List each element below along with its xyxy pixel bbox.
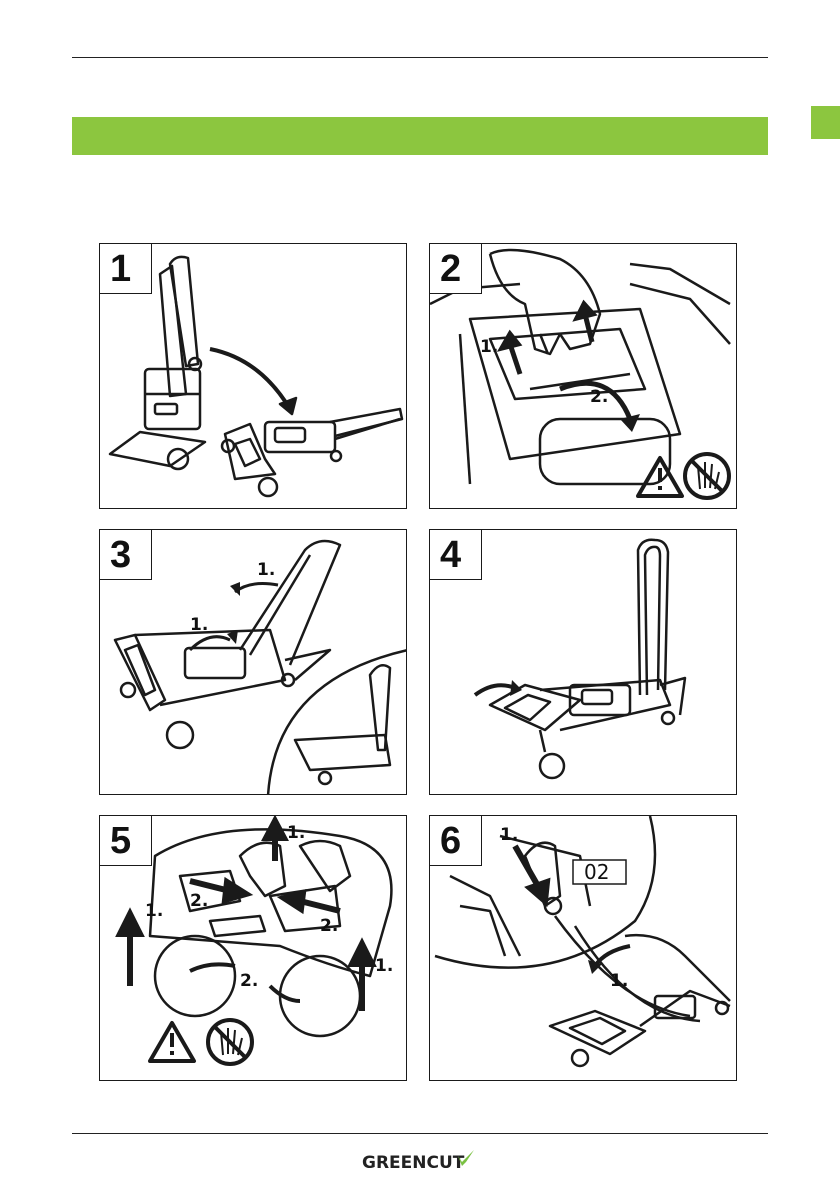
step-number: 6 — [440, 820, 461, 862]
callout-label: 1. — [480, 337, 498, 357]
callout-label: 1. — [375, 956, 393, 976]
step-number: 5 — [110, 820, 131, 862]
warning-icon — [150, 1023, 194, 1061]
warning-icon — [638, 458, 682, 496]
callout-label: 1. — [190, 615, 208, 635]
step-panel-5: 1. 2. 2. 1. 1. 2. 5 — [99, 815, 407, 1081]
step-number-box: 3 — [100, 530, 152, 580]
footer-rule — [72, 1133, 768, 1134]
language-tab — [811, 106, 840, 139]
callout-label: 2. — [320, 916, 338, 936]
callout-label: 1. — [610, 971, 628, 991]
step-panel-6: 02 1. 1. 6 — [429, 815, 737, 1081]
callout-label: 1. — [287, 823, 305, 843]
no-hand-icon — [208, 1020, 252, 1064]
code-label: 02 — [584, 860, 609, 884]
step-number-box: 2 — [430, 244, 482, 294]
step-panel-2: 1. 2. 2 — [429, 243, 737, 509]
step-panel-3: 1. 1. 3 — [99, 529, 407, 795]
step-panel-1: 1 — [99, 243, 407, 509]
step-number-box: 6 — [430, 816, 482, 866]
callout-label: 2. — [240, 971, 258, 991]
header-rule — [72, 57, 768, 58]
step-number-box: 5 — [100, 816, 152, 866]
callout-label: 1. — [145, 901, 163, 921]
section-title-bar — [72, 117, 768, 155]
callout-label: 2. — [590, 387, 608, 407]
step-number: 4 — [440, 534, 461, 576]
step-number: 1 — [110, 248, 131, 290]
step-number-box: 4 — [430, 530, 482, 580]
step-number: 3 — [110, 534, 131, 576]
callout-label: 1. — [500, 825, 518, 845]
step-panel-4: 4 — [429, 529, 737, 795]
callout-label: 2. — [190, 891, 208, 911]
step-number: 2 — [440, 248, 461, 290]
no-hand-icon — [685, 454, 729, 498]
greencut-logo: GREENCUT — [362, 1150, 478, 1172]
callout-label: 1. — [257, 560, 275, 580]
step-number-box: 1 — [100, 244, 152, 294]
logo-text: GREENCUT — [362, 1153, 465, 1172]
